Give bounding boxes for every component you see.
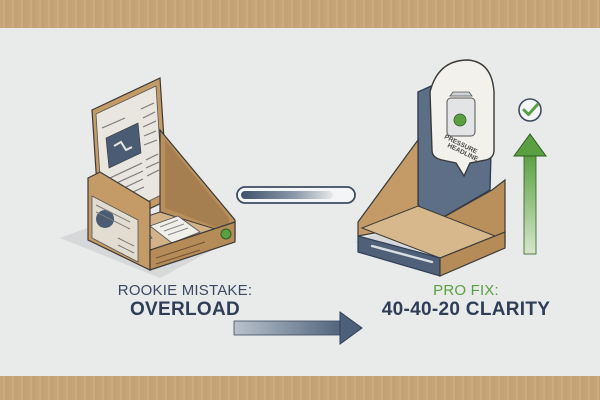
pro-fix-label: PRO FIX: (433, 282, 499, 299)
pro-fix-caption: PRO FIX: 40-40-20 CLARITY (356, 282, 576, 320)
overloaded-display-box (60, 77, 236, 278)
progress-bar-icon (236, 186, 356, 204)
kraft-border-bottom (0, 376, 600, 400)
arrow-up-icon (513, 133, 547, 255)
kraft-border-top (0, 0, 600, 28)
headline-card: PRESSURE HEADLINE (429, 59, 495, 178)
clarity-label: 40-40-20 CLARITY (381, 298, 551, 320)
rookie-mistake-label: ROOKIE MISTAKE: (117, 282, 253, 299)
clean-display-box: PRESSURE HEADLINE (355, 59, 506, 277)
arrow-right-icon (233, 311, 363, 345)
checkmark-icon (518, 98, 542, 122)
overload-label: OVERLOAD (129, 298, 241, 320)
rookie-mistake-caption: ROOKIE MISTAKE: OVERLOAD (80, 282, 290, 320)
